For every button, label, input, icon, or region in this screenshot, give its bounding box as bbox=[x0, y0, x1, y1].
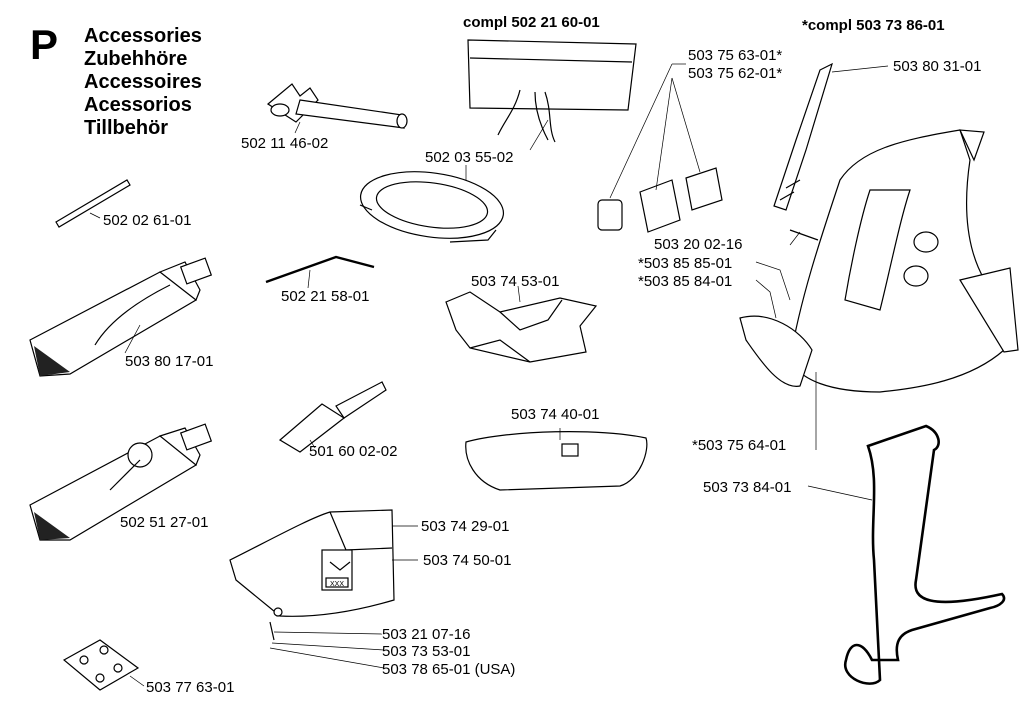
part-label: 503 80 31-01 bbox=[893, 58, 982, 75]
title-acessorios: Acessorios bbox=[84, 94, 192, 116]
cover-kit-label: compl 502 21 60-01 bbox=[463, 14, 600, 31]
ring-drawing bbox=[359, 165, 505, 243]
guard-drawing bbox=[445, 285, 598, 363]
part-label: 503 75 63-01* bbox=[688, 47, 783, 64]
section-letter: P bbox=[30, 21, 59, 68]
part-label: 502 03 55-02 bbox=[425, 149, 514, 166]
part-label: 502 02 61-01 bbox=[103, 212, 192, 229]
part-label: 502 11 46-02 bbox=[241, 135, 329, 152]
part-label: 503 74 40-01 bbox=[511, 406, 600, 423]
part-label: 503 77 63-01 bbox=[146, 679, 235, 696]
blade-guard-drawing bbox=[229, 509, 418, 669]
title-zubehoere: Zubehhöre bbox=[84, 48, 188, 70]
part-label: *503 85 84-01 bbox=[638, 273, 733, 290]
part-label: 503 73 84-01 bbox=[703, 479, 792, 496]
buckles-drawing bbox=[597, 63, 723, 233]
grease-tube-2-drawing bbox=[29, 423, 213, 541]
harness-kit-label: *compl 503 73 86-01 bbox=[802, 17, 945, 34]
part-label: 503 74 53-01 bbox=[471, 273, 560, 290]
title-accessoires: Accessoires bbox=[84, 71, 202, 93]
screwdriver-drawing bbox=[278, 381, 387, 453]
part-label: 501 60 02-02 bbox=[309, 443, 398, 460]
bent-rod-drawing bbox=[265, 255, 375, 289]
title-accessories: Accessories bbox=[84, 25, 202, 47]
cover-bag-drawing bbox=[467, 39, 637, 151]
shield-drawing bbox=[465, 428, 648, 491]
part-label: 503 74 29-01 bbox=[421, 518, 510, 535]
spanner-drawing bbox=[266, 83, 408, 134]
decal-text: XXX bbox=[330, 581, 344, 588]
part-label: 502 21 58-01 bbox=[281, 288, 370, 305]
part-label: 503 73 53-01 bbox=[382, 643, 471, 660]
title-tillbehor: Tillbehör bbox=[84, 117, 169, 139]
part-label: 503 20 02-16 bbox=[654, 236, 743, 253]
part-label: 503 74 50-01 bbox=[423, 552, 512, 569]
hanger-drawing bbox=[807, 424, 1006, 685]
part-label: 502 51 27-01 bbox=[120, 514, 209, 531]
pin-drawing bbox=[55, 179, 131, 228]
grease-tube-1-drawing bbox=[29, 257, 213, 377]
harness-drawing bbox=[739, 62, 1019, 450]
part-label: 503 21 07-16 bbox=[382, 626, 471, 643]
plate-drawing bbox=[62, 639, 145, 691]
part-label: 503 78 65-01 (USA) bbox=[382, 661, 516, 678]
part-label: 503 80 17-01 bbox=[125, 353, 214, 370]
part-label: *503 75 64-01 bbox=[692, 437, 787, 454]
part-label: 503 75 62-01* bbox=[688, 65, 783, 82]
part-label: *503 85 85-01 bbox=[638, 255, 733, 272]
